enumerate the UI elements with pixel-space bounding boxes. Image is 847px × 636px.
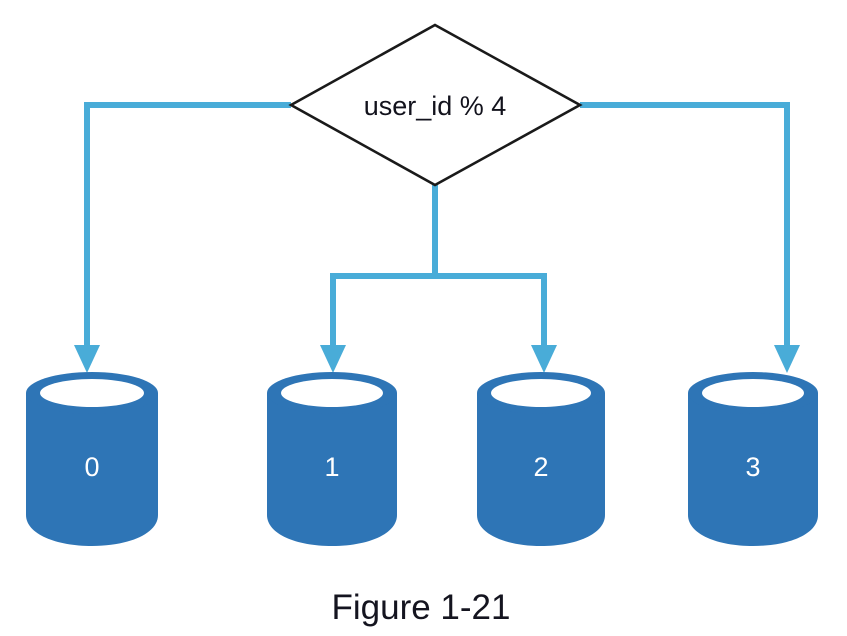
database-cylinder-icon-1-hole <box>281 379 383 407</box>
connector-group <box>84 102 790 349</box>
shard-label-3: 3 <box>745 452 760 482</box>
connector-to-shard-1 <box>330 273 435 349</box>
shard-label-2: 2 <box>533 452 548 482</box>
shard-node-3[interactable]: 3 <box>688 372 818 546</box>
shard-label-0: 0 <box>84 452 99 482</box>
decision-node[interactable]: user_id % 4 <box>288 23 583 187</box>
decision-label: user_id % 4 <box>364 91 507 121</box>
figure-caption: Figure 1-21 <box>332 588 511 627</box>
shard-node-1[interactable]: 1 <box>267 372 397 546</box>
arrow-down-icon-shard-3 <box>774 345 800 373</box>
database-cylinder-icon-0-hole <box>40 379 144 407</box>
arrowhead-group <box>74 345 800 373</box>
diamond-shape <box>288 23 583 187</box>
database-cylinder-icon-3-body <box>688 393 818 546</box>
connector-to-shard-2 <box>435 273 547 349</box>
database-cylinder-icon-0-body <box>26 393 158 546</box>
database-cylinder-icon-1-body <box>267 393 397 546</box>
shard-node-2[interactable]: 2 <box>477 372 605 546</box>
arrow-down-icon-shard-0 <box>74 345 100 373</box>
database-cylinder-icon-3-hole <box>702 379 804 407</box>
shard-label-1: 1 <box>324 452 339 482</box>
shard-node-0[interactable]: 0 <box>26 372 158 546</box>
database-cylinder-icon-2-hole <box>491 379 591 407</box>
connector-to-shard-3 <box>580 102 790 349</box>
connector-to-shard-0 <box>84 102 291 349</box>
arrow-down-icon-shard-2 <box>531 345 557 373</box>
arrow-down-icon-shard-1 <box>320 345 346 373</box>
database-cylinder-icon-2-body <box>477 393 605 546</box>
